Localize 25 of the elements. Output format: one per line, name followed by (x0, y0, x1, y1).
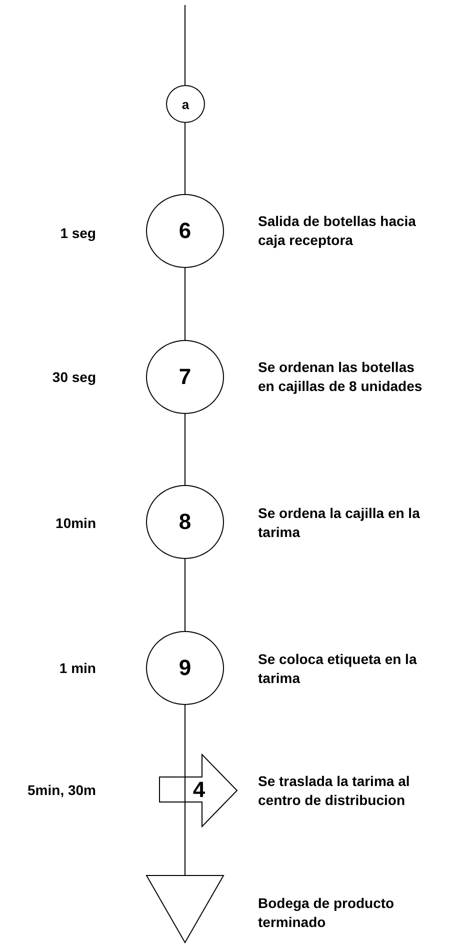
connector-line (184, 268, 186, 340)
connector-line (184, 558, 186, 632)
step-description: Se ordena la cajilla en la tarima (258, 504, 421, 542)
step-description: Bodega de producto terminado (258, 894, 396, 932)
transport-arrow: 4 (159, 754, 238, 827)
connector-line (184, 802, 186, 876)
operation-circle: a (166, 85, 205, 123)
operation-circle: 8 (146, 485, 224, 559)
step-description: Salida de botellas hacia caja receptora (258, 212, 417, 250)
storage-triangle (146, 875, 224, 943)
operation-circle: 6 (146, 194, 224, 268)
operation-circle: 7 (146, 340, 224, 414)
step-description: Se traslada la tarima al centro de distribucion (258, 772, 411, 810)
time-label: 30 seg (52, 368, 96, 387)
time-label: 1 seg (60, 224, 96, 243)
connector-line (184, 122, 186, 194)
connector-line (184, 704, 186, 778)
connector-line (184, 414, 186, 486)
operation-circle: 9 (146, 631, 224, 705)
time-label: 1 min (59, 659, 96, 678)
time-label: 5min, 30m (28, 781, 96, 800)
step-description: Se ordenan las botellas en cajillas de 8 unidades (258, 358, 424, 396)
connector-line (184, 4, 186, 86)
step-description: Se coloca etiqueta en la tarima (258, 650, 418, 688)
time-label: 10min (56, 514, 96, 533)
